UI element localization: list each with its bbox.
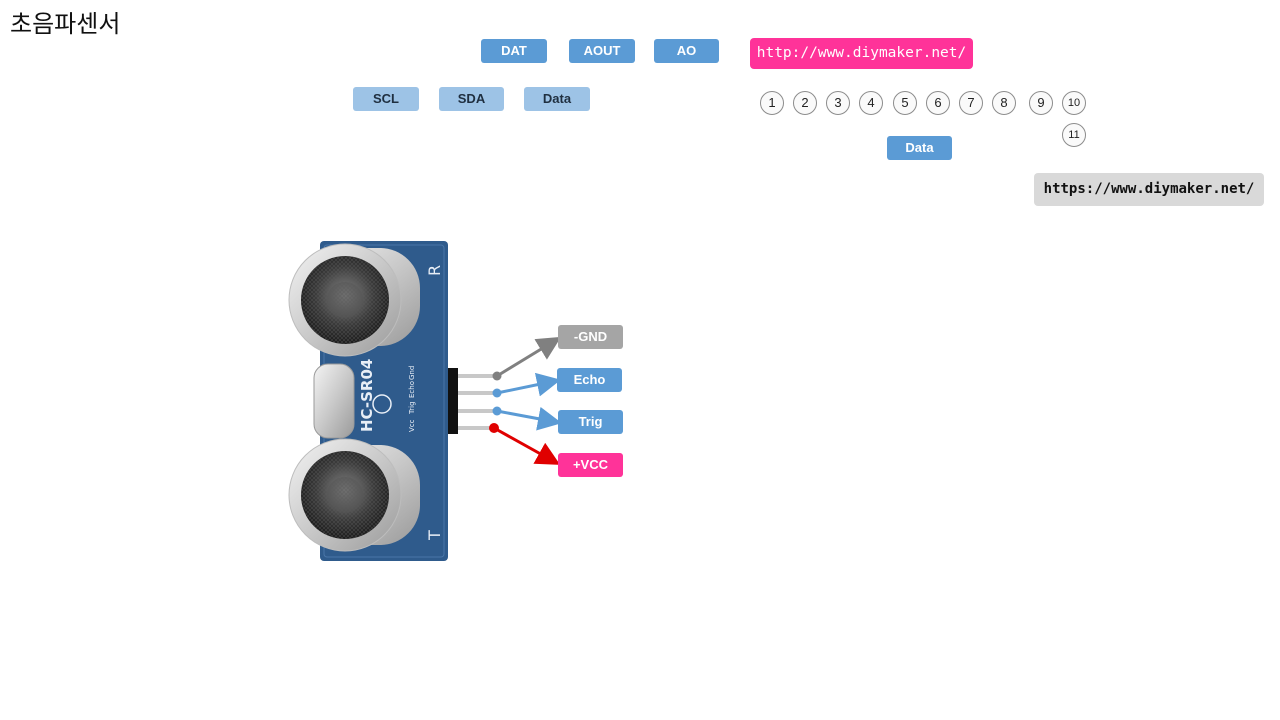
number-badge-5: 5	[893, 91, 917, 115]
echo-dot	[492, 388, 502, 398]
number-badge-9: 9	[1029, 91, 1053, 115]
gnd-wire	[496, 336, 562, 378]
pin-tag-echo: Echo	[557, 368, 622, 392]
board-side-r: R	[425, 265, 444, 276]
pin-tag-trig: Trig	[558, 410, 623, 434]
logo-icon	[372, 394, 392, 414]
tag-dat: DAT	[481, 39, 547, 63]
tag-aout: AOUT	[569, 39, 635, 63]
pin-label-vcc: Vcc	[408, 419, 416, 432]
pin-tag-vcc: +VCC	[558, 453, 623, 477]
crystal-oscillator	[313, 363, 355, 439]
pin-label-trig: Trig	[408, 401, 416, 415]
pin-label-gnd: Gnd	[408, 366, 416, 380]
pin-header	[448, 368, 498, 434]
number-badge-6: 6	[926, 91, 950, 115]
number-badge-10: 10	[1062, 91, 1086, 115]
transmitter-transducer	[288, 438, 420, 552]
pin-label-echo: Echo	[408, 381, 416, 398]
page-title: 초음파센서	[10, 10, 121, 38]
gnd-dot	[492, 371, 502, 381]
tag-data: Data	[887, 136, 952, 160]
number-badge-3: 3	[826, 91, 850, 115]
number-badge-11: 11	[1062, 123, 1086, 147]
tag-sda: SDA	[439, 87, 504, 111]
tag-scl: SCL	[353, 87, 419, 111]
number-badge-1: 1	[760, 91, 784, 115]
trig-wire	[496, 406, 562, 431]
board-model-label: HC-SR04	[358, 359, 376, 432]
board-side-t: T	[425, 530, 444, 541]
receiver-transducer	[288, 243, 420, 357]
url-link-gray[interactable]: https://www.diymaker.net/	[1034, 173, 1264, 206]
url-link-pink[interactable]: http://www.diymaker.net/	[750, 38, 973, 69]
pin-tag-gnd: -GND	[558, 325, 623, 349]
trig-dot	[492, 406, 502, 416]
number-badge-8: 8	[992, 91, 1016, 115]
number-badge-2: 2	[793, 91, 817, 115]
tag-ao: AO	[654, 39, 719, 63]
number-badge-4: 4	[859, 91, 883, 115]
echo-wire	[496, 372, 561, 397]
vcc-wire	[493, 426, 561, 465]
vcc-dot	[489, 423, 499, 433]
number-badge-7: 7	[959, 91, 983, 115]
tag-data-light: Data	[524, 87, 590, 111]
